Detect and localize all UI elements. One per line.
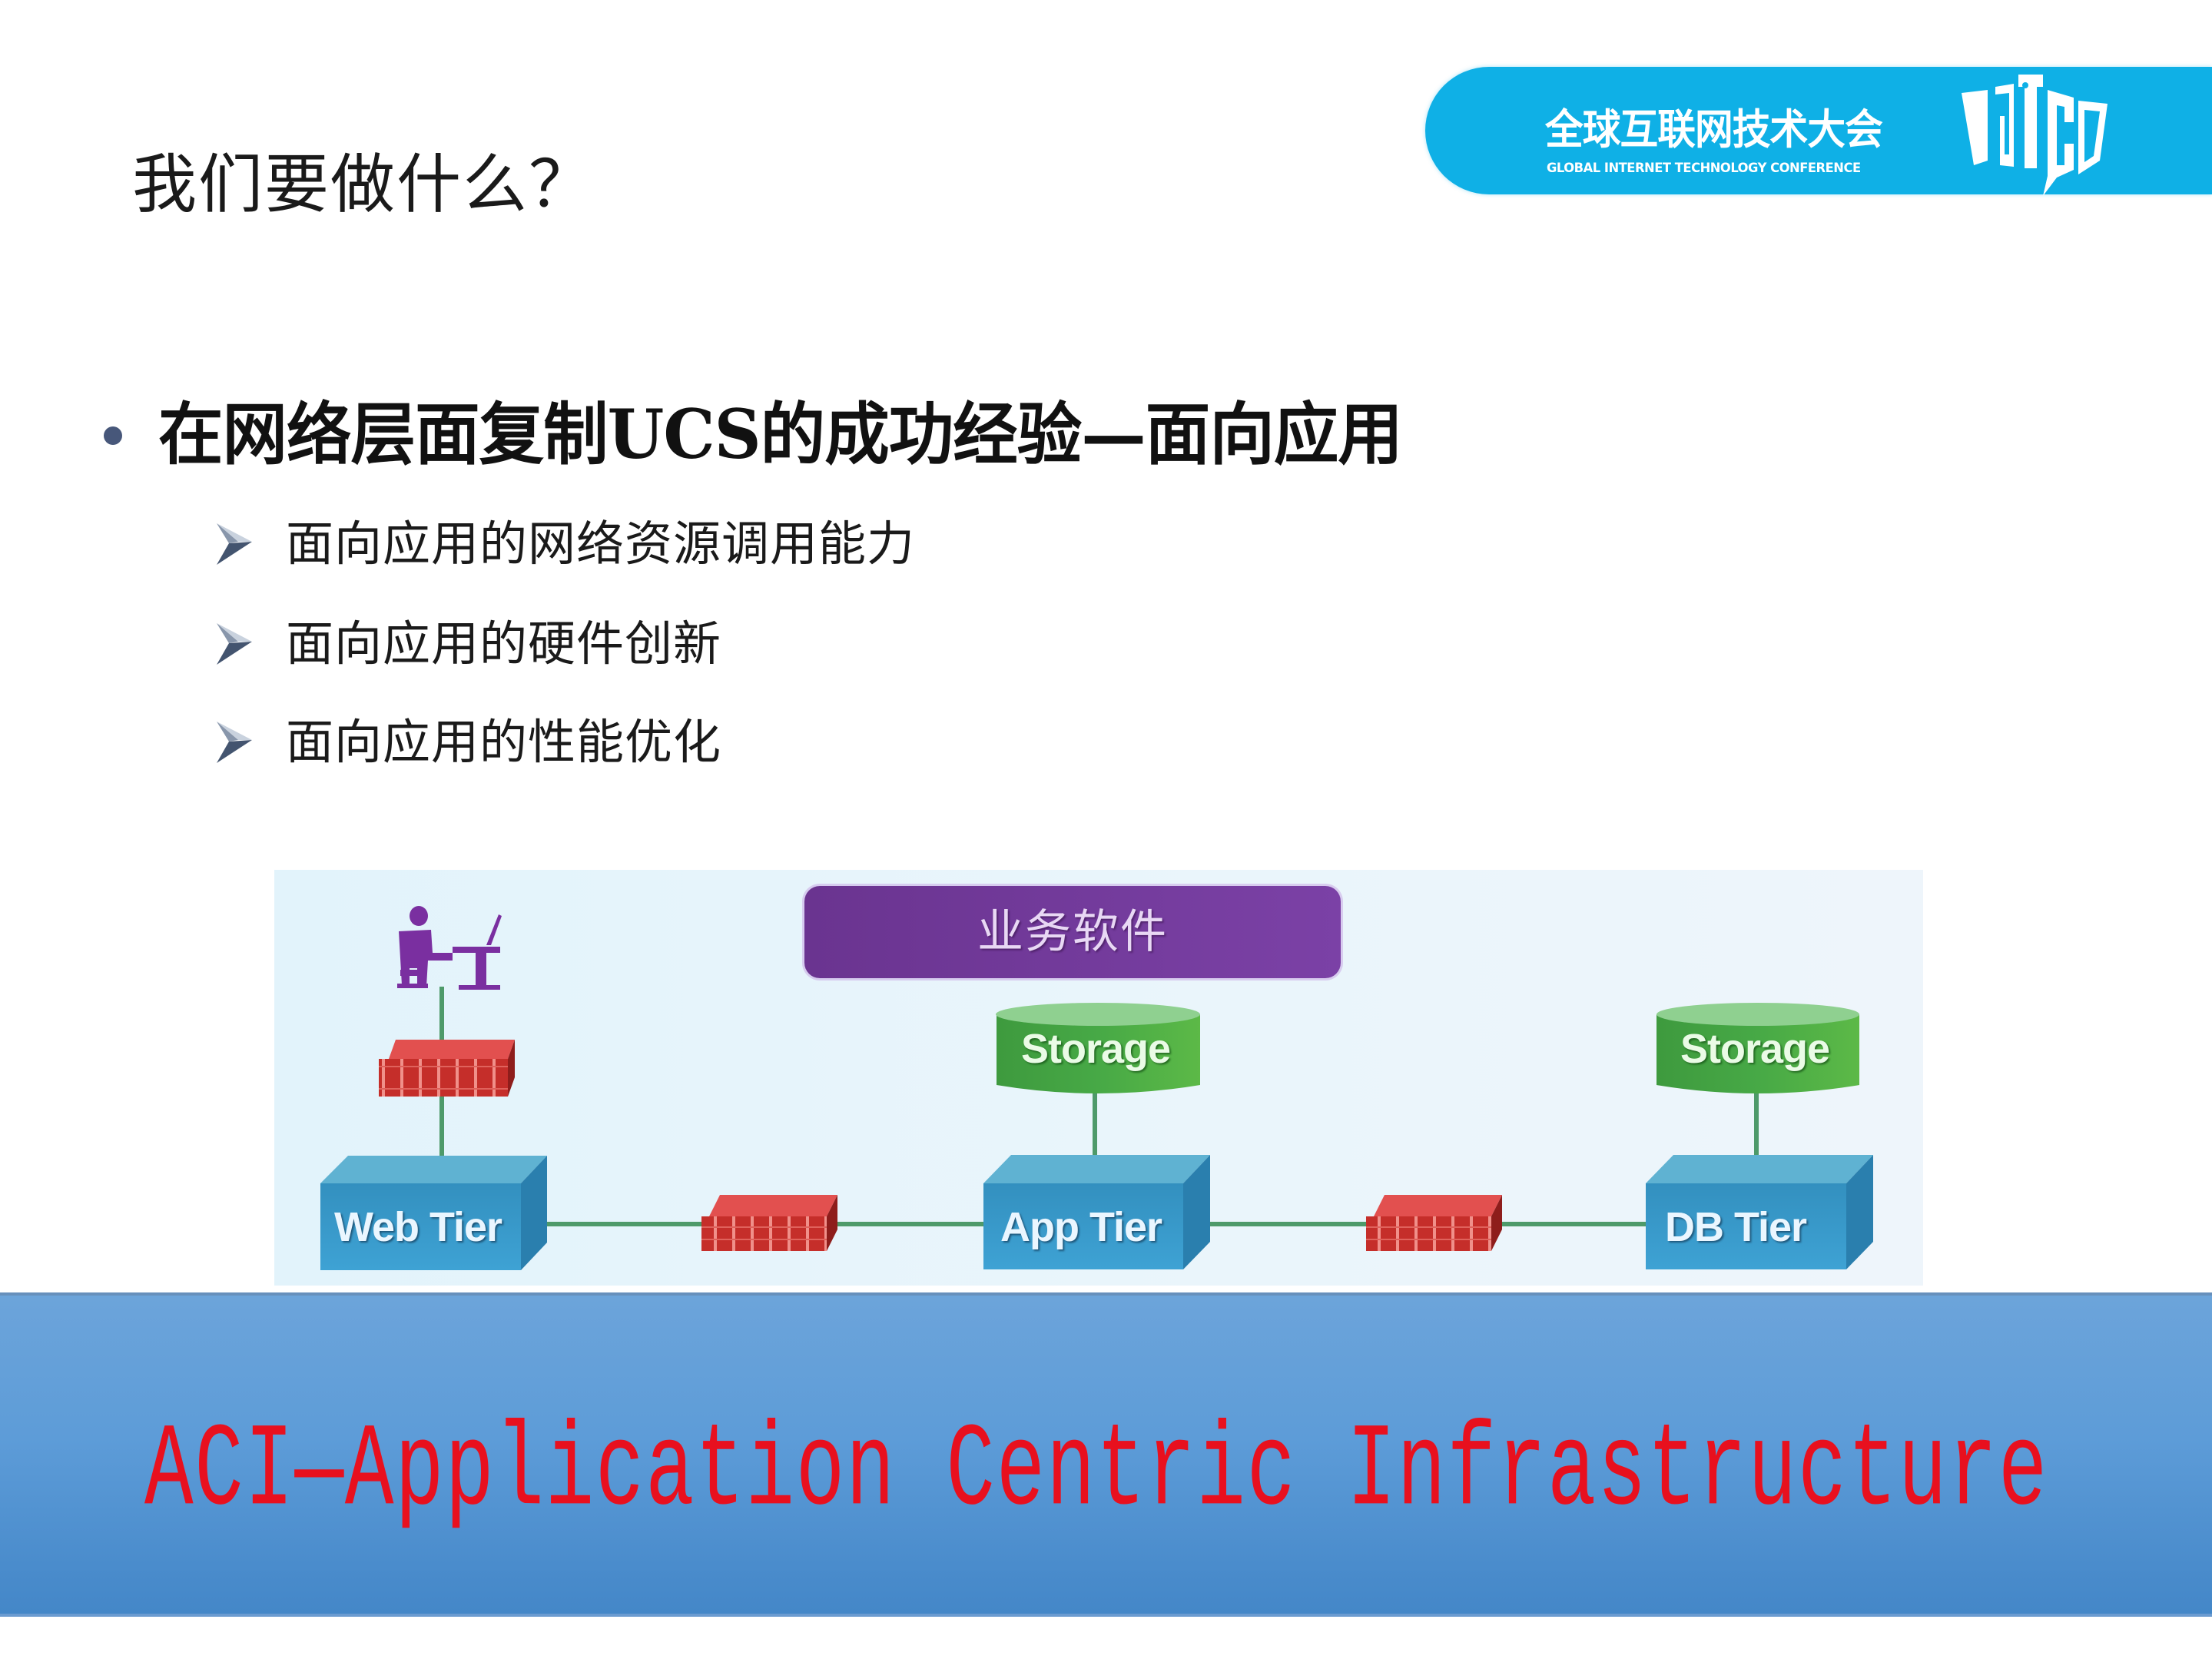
firewall-icon [379,1040,515,1097]
arrowhead-bullet-icon [217,523,252,565]
application-tier-diagram: 业务软件 Web Tier App Tier DB Tier Storage S… [274,870,1923,1286]
diagram-graphics [320,906,1873,1270]
aci-banner: ACI—Application Centric Infrastructure [0,1292,2212,1617]
sub-bullet-item: 面向应用的硬件创新 [217,613,721,675]
app-tier-label: App Tier [1000,1204,1162,1250]
firewall-icon [1366,1195,1502,1251]
app-storage-label: Storage [1021,1026,1171,1072]
sub-bullet-text: 面向应用的硬件创新 [286,615,722,672]
sub-bullet-text: 面向应用的性能优化 [286,714,722,770]
db-storage-label: Storage [1680,1026,1830,1072]
aci-banner-text: ACI—Application Centric Infrastructure [144,1405,2048,1539]
business-software-label: 业务软件 [977,905,1168,959]
slide-title: 我们要做什么？ [132,147,595,222]
logo-chinese-name: 全球互联网技术大会 [1545,105,1883,154]
bullet-dot-icon [104,426,122,445]
main-bullet-text: 在网络层面复制UCS的成功经验—面向应用 [158,394,1403,474]
sub-bullet-text: 面向应用的网络资源调用能力 [286,516,916,572]
firewall-icon [701,1195,837,1251]
user-at-desk-icon [397,906,502,990]
storage-cylinder-icon [996,1003,1200,1093]
sub-bullet-item: 面向应用的性能优化 [217,712,721,773]
storage-cylinder-icon [1657,1003,1859,1093]
web-tier-label: Web Tier [334,1204,502,1250]
logo-english-name: GLOBAL INTERNET TECHNOLOGY CONFERENCE [1547,161,1861,176]
web-tier-box-icon [320,1156,547,1270]
sub-bullet-item: 面向应用的网络资源调用能力 [217,513,915,575]
arrowhead-bullet-icon [217,623,252,665]
gitc-shield-logo-icon [1962,75,2108,196]
business-software-box: 业务软件 [804,886,1341,978]
conference-logo-banner: 全球互联网技术大会 GLOBAL INTERNET TECHNOLOGY CON… [1425,67,2212,196]
arrowhead-bullet-icon [217,722,252,763]
db-tier-box-icon [1646,1155,1873,1269]
app-tier-box-icon [983,1155,1210,1269]
db-tier-label: DB Tier [1665,1204,1807,1250]
